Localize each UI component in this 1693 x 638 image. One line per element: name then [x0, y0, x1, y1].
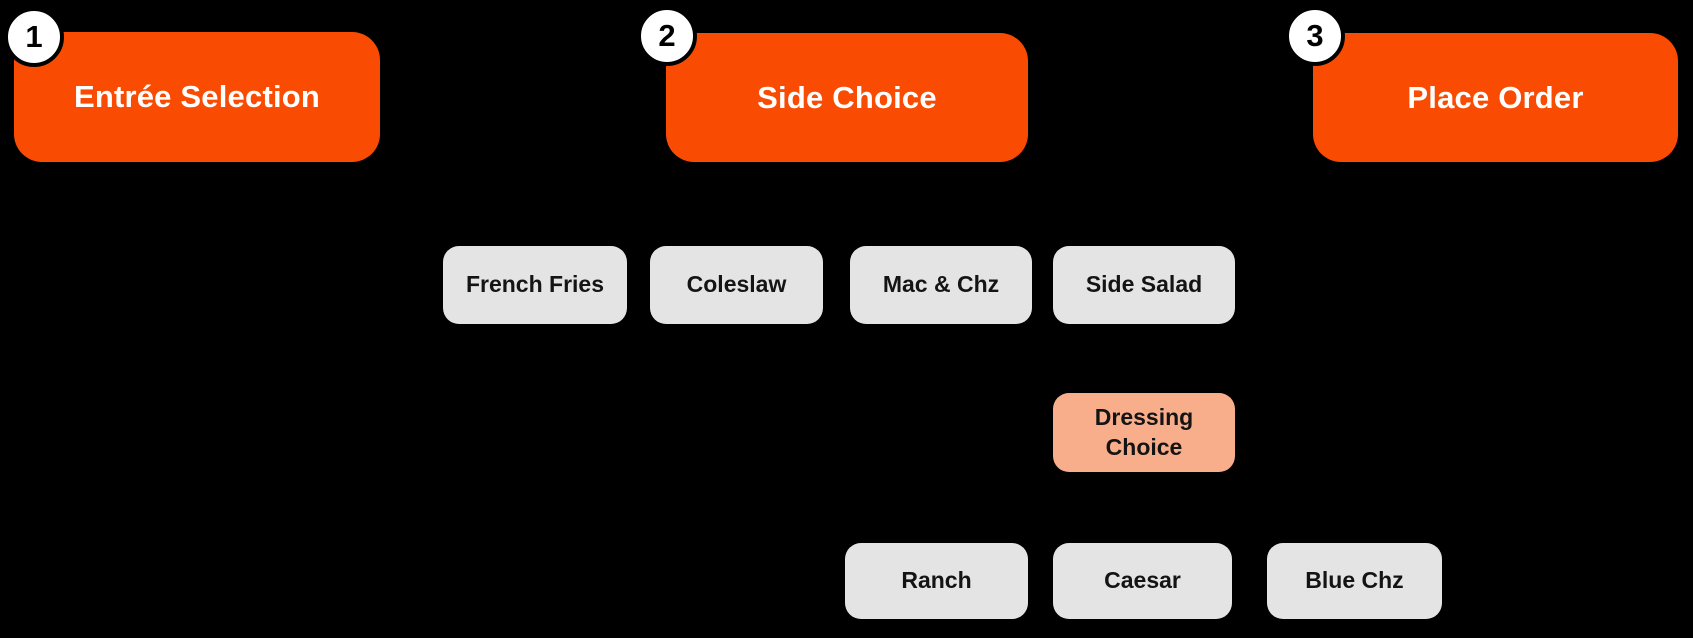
stage-node-entree-selection: Entrée Selection	[14, 32, 380, 162]
option-node-side-salad: Side Salad	[1053, 246, 1235, 324]
option-node-blue-chz: Blue Chz	[1267, 543, 1442, 619]
option-node-ranch: Ranch	[845, 543, 1028, 619]
stage-node-place-order: Place Order	[1313, 33, 1678, 162]
option-node-french-fries: French Fries	[443, 246, 627, 324]
option-node-mac-and-chz: Mac & Chz	[850, 246, 1032, 324]
subchoice-node-dressing-choice: Dressing Choice	[1053, 393, 1235, 472]
stage-node-side-choice: Side Choice	[666, 33, 1028, 162]
step-2-badge: 2	[637, 6, 697, 66]
option-node-coleslaw: Coleslaw	[650, 246, 823, 324]
option-node-caesar: Caesar	[1053, 543, 1232, 619]
step-1-badge: 1	[4, 7, 64, 67]
step-3-badge: 3	[1285, 6, 1345, 66]
